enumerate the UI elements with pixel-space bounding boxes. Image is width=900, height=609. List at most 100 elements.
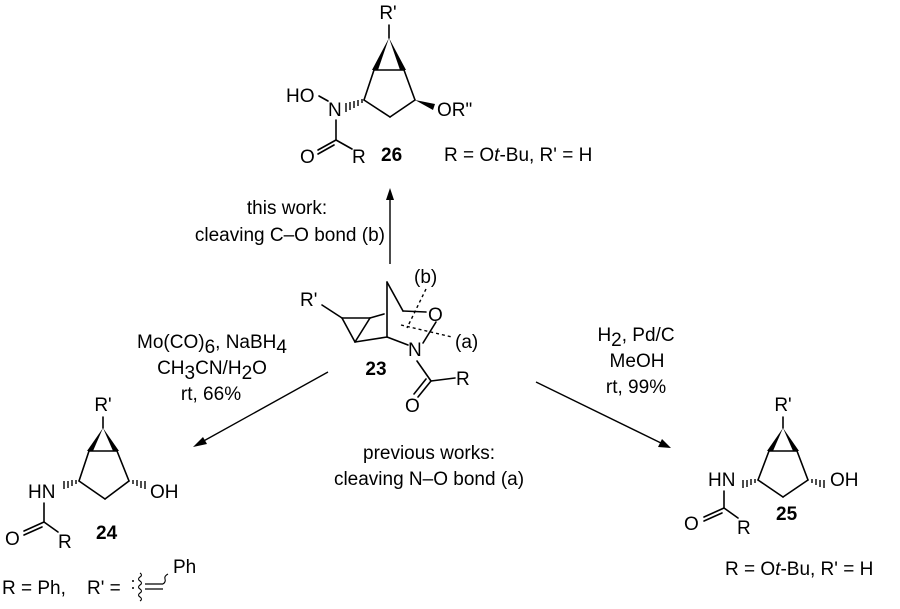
c25-bond [757, 450, 770, 481]
compound-24: R' HN OH O R 24 R = Ph, R' = [2, 395, 196, 602]
arrow-left-line [199, 371, 329, 444]
c26-or2: OR" [437, 100, 472, 121]
c25-bond [782, 479, 809, 498]
c24-bond [104, 480, 130, 500]
c26-bond-c-r [335, 139, 353, 150]
arrow-left-line3: rt, 66% [181, 384, 241, 405]
c25-hash-right [811, 479, 825, 488]
c24-bond [43, 521, 59, 533]
c23-label: 23 [365, 359, 386, 380]
c24-oh: OH [150, 482, 179, 503]
c23-cleavage-a [400, 324, 453, 338]
compound-23: R' O N (b) (a) O R 23 [300, 267, 478, 417]
arrow-left-head [193, 437, 207, 447]
c23-r-prime: R' [300, 290, 317, 311]
c23-bond [369, 313, 385, 319]
arrow-right-line [535, 381, 664, 445]
c23-bond [416, 360, 432, 382]
c24-bond [78, 480, 106, 500]
c24-def-r: R = Ph, [2, 578, 66, 599]
c26-bond-c-o-double [317, 144, 335, 155]
c25-wedge-right [783, 428, 799, 451]
arrow-right-line1: H2, Pd/C [597, 325, 674, 351]
compound-25: R' HN OH O R 25 R = Ot-Bu, R' = H [684, 395, 873, 580]
c23-bond-double [413, 378, 427, 395]
c25-carbonyl-o: O [684, 514, 699, 535]
c26-carbonyl-o: O [300, 147, 315, 168]
c26-wedge-right [389, 38, 406, 70]
c26-bond [363, 69, 375, 101]
c24-bond [116, 450, 130, 482]
c26-ho: HO [286, 86, 315, 107]
c26-wedge-or [415, 100, 435, 110]
c25-bond [796, 450, 809, 481]
arrow-right-line3: rt, 99% [606, 377, 666, 398]
c24-hash-left [63, 480, 77, 489]
c25-hash-left [742, 479, 756, 488]
c23-bond [430, 377, 456, 382]
c25-r-prime: R' [774, 395, 791, 416]
c24-carbonyl-o: O [5, 529, 20, 550]
c23-bond [321, 304, 343, 319]
c23-label-b: (b) [414, 267, 437, 288]
c26-bond [389, 99, 416, 118]
c24-r-prime: R' [94, 395, 111, 416]
c25-bond-double [703, 512, 723, 522]
c26-r: R [352, 147, 366, 168]
c24-hash-right [132, 480, 146, 489]
c24-def-rprime: R' = [87, 578, 121, 599]
c23-bond [386, 281, 404, 312]
c23-cleavage-b [406, 288, 427, 329]
c26-bond-o-n [318, 95, 329, 102]
c23-r: R [456, 369, 470, 390]
arrow-up-head [386, 188, 394, 200]
c23-bond [417, 380, 432, 398]
c23-bond [354, 336, 388, 343]
compound-26: R' OR" HO N O R 26 R = Ot-Bu, R' = H [286, 3, 592, 168]
c23-bond [354, 317, 371, 343]
c25-label: 25 [776, 504, 798, 525]
arrow-right: H2, Pd/C MeOH rt, 99% [535, 325, 675, 448]
c24-wedge-left [87, 428, 103, 451]
arrow-right-line2: MeOH [610, 351, 665, 372]
c25-hn: HN [708, 470, 735, 491]
c25-bond [757, 479, 784, 498]
c25-oh: OH [830, 470, 859, 491]
arrow-left-line2: CH3CN/H2O [157, 358, 267, 384]
c23-bond-o-n [422, 321, 437, 344]
c24-wedge-right [103, 428, 119, 451]
c23-bond [341, 317, 356, 343]
c26-r-prime: R' [379, 3, 396, 24]
c25-bond [723, 507, 739, 519]
c23-label-a: (a) [455, 332, 478, 353]
c26-hash-bond [345, 99, 363, 112]
c25-definition: R = Ot-Bu, R' = H [725, 559, 873, 580]
arrow-left-line1: Mo(CO)6, NaBH4 [137, 332, 287, 358]
c26-label: 26 [381, 145, 402, 166]
c24-bond [23, 521, 45, 532]
arrow-up-line2: cleaving C–O bond (b) [195, 225, 385, 246]
caption-previous-works: previous works: [363, 443, 495, 464]
c23-carbonyl-o: O [405, 396, 420, 417]
arrow-up-line1: this work: [247, 198, 327, 219]
arrow-up: this work: cleaving C–O bond (b) [195, 188, 394, 264]
arrow-left: Mo(CO)6, NaBH4 CH3CN/H2O rt, 66% [137, 332, 329, 447]
c25-bond [703, 507, 725, 518]
c23-bond-c-n [386, 336, 409, 346]
c23-n: N [408, 340, 422, 361]
c26-bond [403, 69, 416, 101]
c25-wedge-left [767, 428, 783, 451]
c24-bond [78, 450, 90, 482]
c24-wavy-bond-icon [132, 572, 169, 602]
c26-wedge-left [372, 38, 389, 70]
c24-r: R [58, 532, 72, 553]
c23-o: O [428, 305, 443, 326]
c26-bond [363, 99, 391, 118]
c26-n: N [328, 100, 342, 121]
c26-bond-c-o [317, 139, 337, 151]
c25-r: R [737, 518, 751, 539]
arrow-right-head [658, 439, 671, 448]
c24-def-ph: Ph [173, 557, 196, 578]
c26-definition: R = Ot-Bu, R' = H [444, 145, 592, 166]
